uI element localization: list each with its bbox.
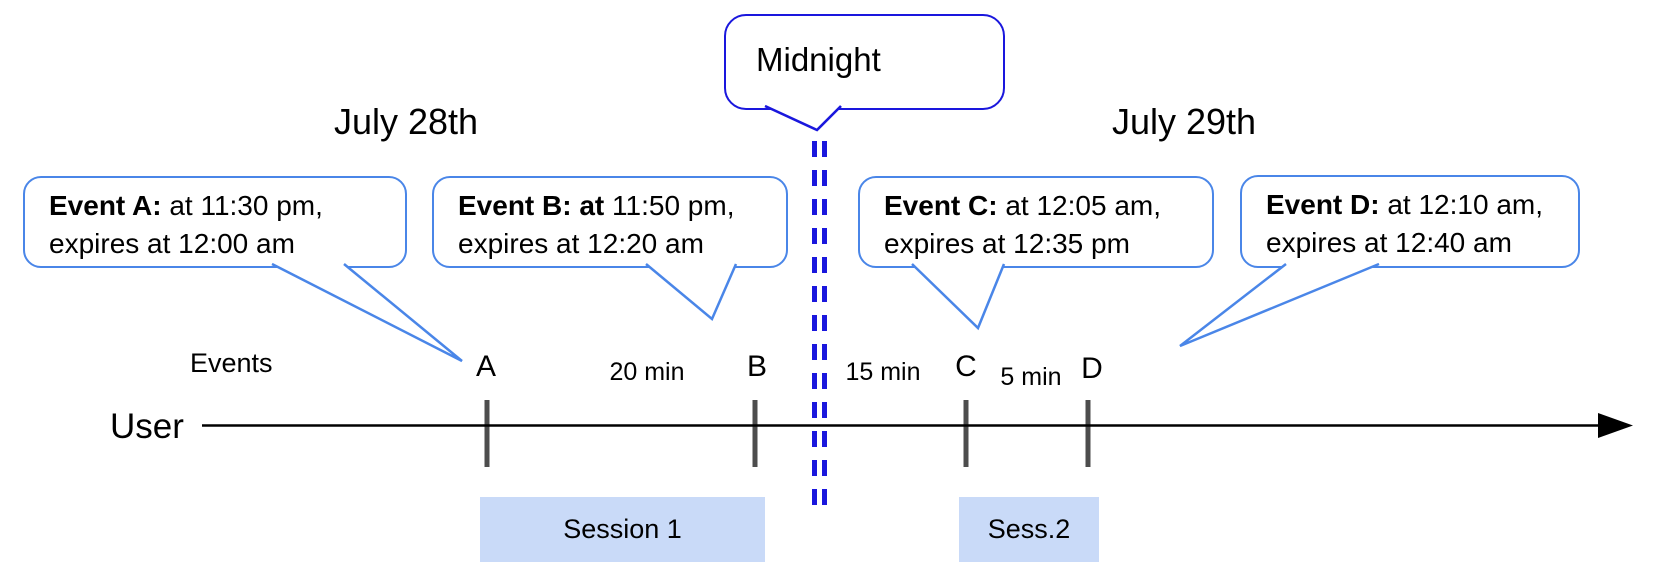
marker-label-b: B bbox=[746, 350, 768, 383]
midnight-callout: Midnight bbox=[724, 14, 1005, 110]
session-2-label: Sess.2 bbox=[987, 514, 1071, 544]
midnight-label: Midnight bbox=[756, 41, 881, 78]
callout-event-c-time: at 12:05 am, bbox=[997, 190, 1162, 221]
session-box-2: Sess.2 bbox=[959, 497, 1099, 562]
callout-event-b-line2: expires at 12:20 am bbox=[458, 228, 704, 259]
callout-event-d-line1: Event D: at 12:10 am, bbox=[1266, 186, 1560, 224]
callout-event-b-time: 11:50 pm, bbox=[604, 190, 735, 221]
callout-event-b: Event B: at 11:50 pm, expires at 12:20 a… bbox=[432, 176, 788, 268]
session-1-label: Session 1 bbox=[563, 514, 682, 544]
callout-tail-a bbox=[271, 262, 463, 363]
marker-label-d: D bbox=[1081, 352, 1103, 385]
callout-event-d-time: at 12:10 am, bbox=[1379, 189, 1544, 220]
timeline-arrowhead-icon bbox=[1598, 413, 1633, 438]
marker-label-c: C bbox=[955, 350, 977, 383]
callout-event-a: Event A: at 11:30 pm, expires at 12:00 a… bbox=[23, 176, 407, 268]
callout-event-a-line1: Event A: at 11:30 pm, bbox=[49, 187, 387, 225]
interval-label-20min: 20 min bbox=[609, 358, 685, 386]
date-label-july-28: July 28th bbox=[333, 101, 479, 142]
callout-event-a-time: at 11:30 pm, bbox=[161, 190, 323, 221]
date-label-july-29: July 29th bbox=[1111, 101, 1257, 142]
marker-label-a: A bbox=[475, 350, 497, 383]
user-axis-label: User bbox=[110, 407, 184, 446]
callout-event-d: Event D: at 12:10 am, expires at 12:40 a… bbox=[1240, 175, 1580, 268]
callout-tail-d bbox=[1179, 262, 1380, 348]
callout-event-d-line2: expires at 12:40 am bbox=[1266, 227, 1512, 258]
session-box-1: Session 1 bbox=[480, 497, 765, 562]
events-axis-label: Events bbox=[190, 348, 273, 378]
callout-tail-c bbox=[911, 263, 1006, 331]
callout-tail-b bbox=[645, 263, 738, 322]
callout-event-a-line2: expires at 12:00 am bbox=[49, 228, 295, 259]
callout-event-b-line1: Event B: at 11:50 pm, bbox=[458, 187, 768, 225]
callout-event-c-line2: expires at 12:35 pm bbox=[884, 228, 1130, 259]
callout-event-c-title: Event C: bbox=[884, 190, 998, 221]
callout-event-b-title: Event B: at bbox=[458, 190, 605, 221]
callout-event-c-line1: Event C: at 12:05 am, bbox=[884, 187, 1194, 225]
interval-label-15min: 15 min bbox=[845, 358, 921, 386]
interval-label-5min: 5 min bbox=[1000, 363, 1062, 391]
callout-event-a-title: Event A: bbox=[49, 190, 162, 221]
callout-event-c: Event C: at 12:05 am, expires at 12:35 p… bbox=[858, 176, 1214, 268]
callout-event-d-title: Event D: bbox=[1266, 189, 1380, 220]
